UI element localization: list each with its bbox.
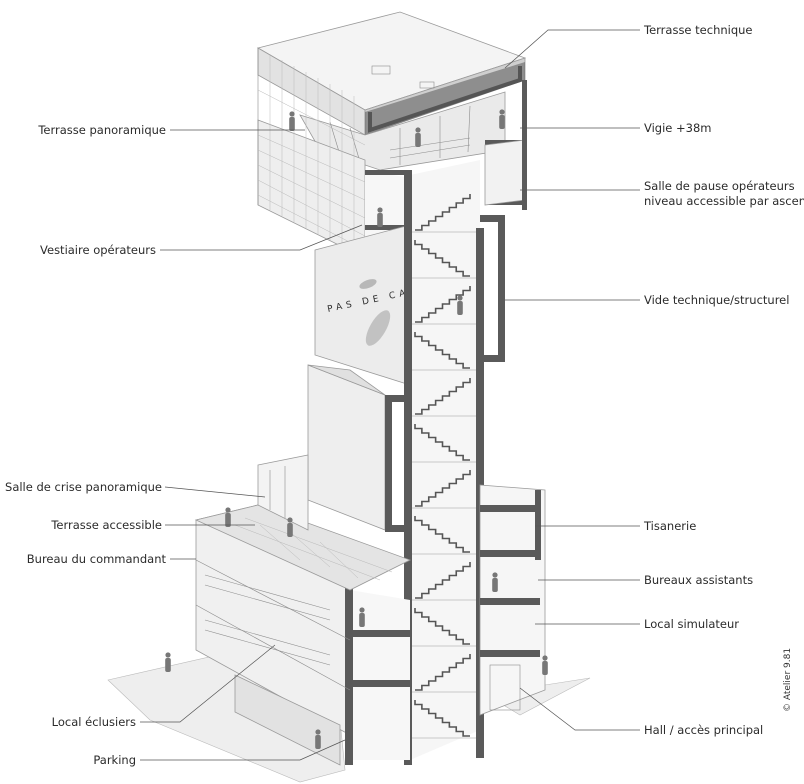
- vigie-glazing: [299, 91, 506, 171]
- stair-flight: [414, 608, 470, 645]
- stair-flight: [415, 562, 471, 599]
- label-tisanerie: Tisanerie: [643, 519, 696, 533]
- label-parking: Parking: [93, 753, 136, 767]
- stair-flight: [414, 240, 470, 277]
- credit-text: © Atelier 9.81: [783, 648, 793, 712]
- label-hall: Hall / accès principal: [644, 723, 763, 737]
- label-vide-technique: Vide technique/structurel: [644, 293, 789, 307]
- person-silhouette: [165, 652, 171, 672]
- lower-right-block: [479, 484, 546, 716]
- labels-left: Terrasse panoramique Vestiaire opérateur…: [5, 123, 166, 767]
- label-salle-de-crise: Salle de crise panoramique: [5, 480, 162, 494]
- label-bureau-commandant: Bureau du commandant: [27, 552, 167, 566]
- roof-box: [256, 11, 527, 136]
- label-bureaux-assistants: Bureaux assistants: [644, 573, 753, 587]
- person-silhouette: [225, 507, 231, 527]
- label-local-simulateur: Local simulateur: [644, 617, 739, 631]
- crisis-room: [257, 454, 309, 531]
- office-windows: [204, 574, 331, 666]
- label-terrasse-technique: Terrasse technique: [643, 23, 753, 37]
- person-silhouette: [457, 295, 463, 315]
- person-silhouette: [542, 655, 548, 675]
- label-salle-de-pause: Salle de pause opérateurs niveau accessi…: [644, 179, 804, 208]
- labels-right: Terrasse technique Vigie +38m Salle de p…: [643, 23, 804, 737]
- people: [165, 109, 548, 749]
- label-salle-de-pause-line2: niveau accessible par ascenceur: [644, 194, 804, 208]
- person-silhouette: [377, 207, 383, 227]
- person-silhouette: [287, 517, 293, 537]
- stair-flight: [414, 516, 470, 553]
- stair-flight: [414, 700, 470, 737]
- terrace-grid: [234, 517, 393, 581]
- label-local-eclusiers: Local éclusiers: [52, 715, 136, 729]
- person-silhouette: [492, 572, 498, 592]
- person-silhouette: [315, 729, 321, 749]
- label-terrasse-panoramique: Terrasse panoramique: [37, 123, 166, 137]
- person-silhouette: [359, 607, 365, 627]
- stair-flight: [415, 378, 471, 415]
- stair-flight: [415, 194, 471, 231]
- mid-shaft-block: PAS DE CA: [307, 224, 411, 531]
- stair-flight: [414, 332, 470, 369]
- stair-flight: [415, 470, 471, 507]
- label-vestiaire-operateurs: Vestiaire opérateurs: [40, 243, 156, 257]
- label-salle-de-pause-line1: Salle de pause opérateurs: [644, 179, 795, 193]
- stair-flight: [415, 286, 471, 323]
- label-terrasse-accessible: Terrasse accessible: [50, 518, 162, 532]
- grid-facade: [257, 54, 366, 252]
- stair-flights: [412, 194, 476, 739]
- stair-flight: [414, 424, 470, 461]
- person-silhouette: [499, 109, 505, 129]
- label-vigie: Vigie +38m: [644, 121, 712, 135]
- person-silhouette: [415, 127, 421, 147]
- leader-lines: [140, 29, 640, 761]
- person-silhouette: [289, 111, 295, 131]
- stair-flight: [415, 654, 471, 691]
- lower-left-block: [194, 504, 412, 766]
